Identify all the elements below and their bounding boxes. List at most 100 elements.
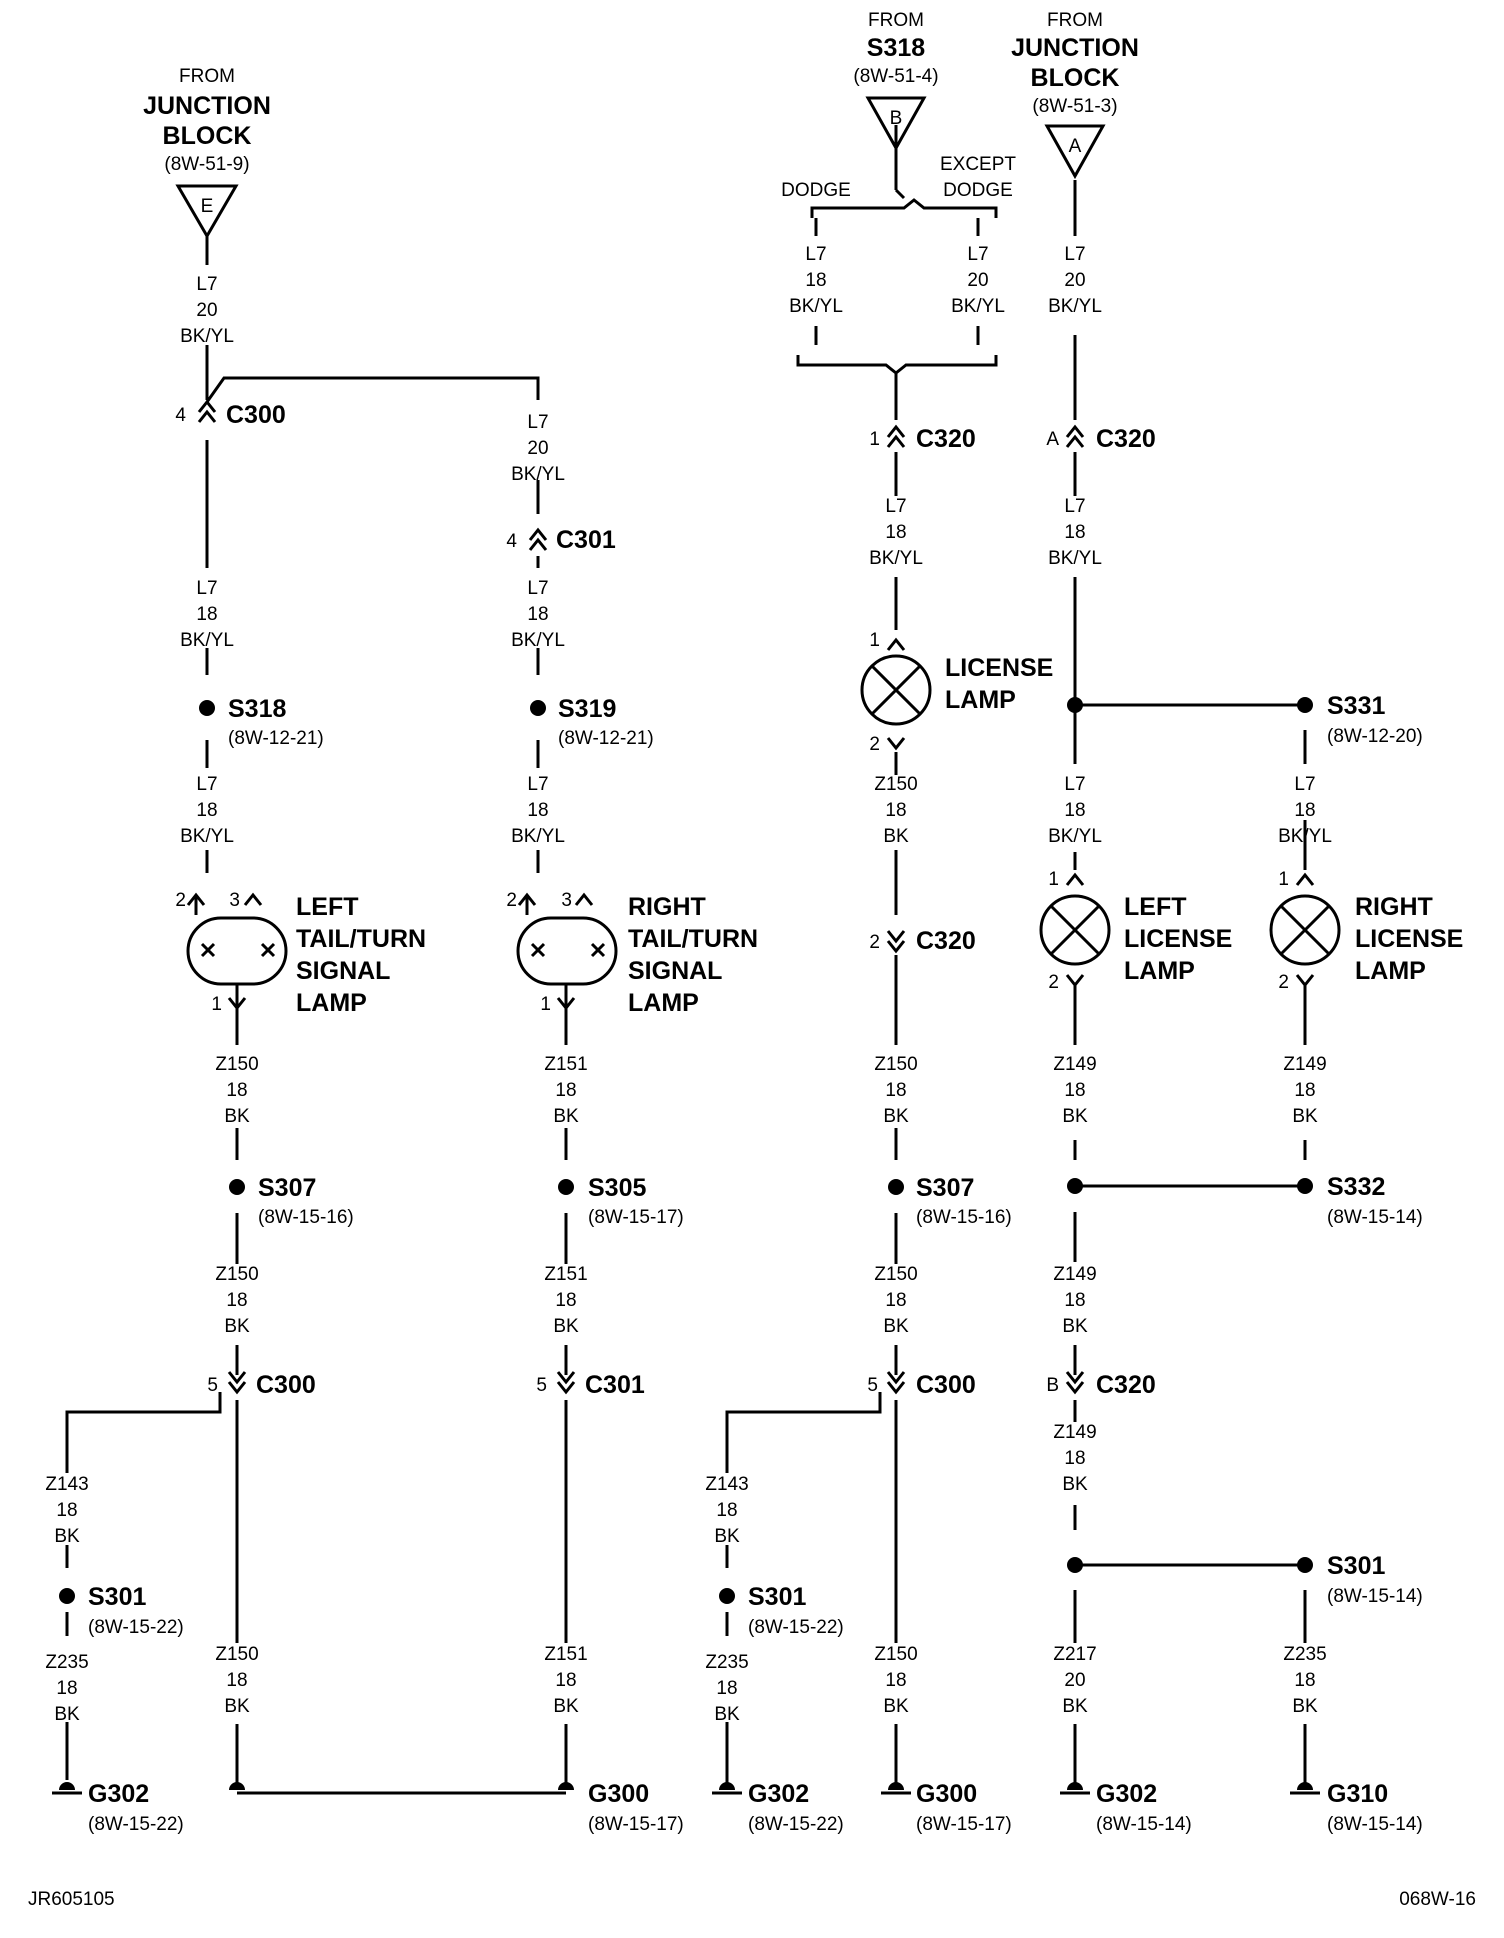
s301c-ref: (8W-15-14) bbox=[1327, 1586, 1423, 1607]
wire-label-w9-line2: 18 bbox=[226, 1290, 247, 1311]
wire-label-w31-line3: BK bbox=[1062, 1474, 1088, 1495]
s332-ref: (8W-15-14) bbox=[1327, 1207, 1423, 1228]
source-center-branch-left: DODGE bbox=[781, 180, 851, 201]
s318-name: S318 bbox=[228, 695, 286, 723]
s319-ref: (8W-12-21) bbox=[558, 728, 654, 749]
g300a-left-symbol bbox=[229, 1782, 245, 1790]
source-center-branch-right1: EXCEPT bbox=[940, 154, 1016, 175]
s307a-name: S307 bbox=[258, 1174, 316, 1202]
svg-text:LAMP: LAMP bbox=[628, 989, 699, 1017]
s318-ref: (8W-12-21) bbox=[228, 728, 324, 749]
source-right: FROM JUNCTION BLOCK (8W-51-3) A bbox=[1011, 10, 1139, 180]
wire-label-w14-line1: Z151 bbox=[544, 1644, 587, 1665]
source-right-from: FROM bbox=[1047, 10, 1103, 31]
g310-ref: (8W-15-14) bbox=[1327, 1814, 1423, 1835]
footer-right-code: 068W-16 bbox=[1399, 1889, 1476, 1910]
s301a-name: S301 bbox=[88, 1583, 146, 1611]
s307a-ref: (8W-15-16) bbox=[258, 1207, 354, 1228]
s301a-dot bbox=[59, 1588, 75, 1604]
s301b-ref: (8W-15-22) bbox=[748, 1617, 844, 1638]
s301b-name: S301 bbox=[748, 1583, 806, 1611]
c301-top-name: C301 bbox=[556, 526, 616, 554]
wire-label-w21-line3: BK bbox=[714, 1526, 740, 1547]
wire-label-w10-line1: Z151 bbox=[544, 1264, 587, 1285]
svg-text:SIGNAL: SIGNAL bbox=[628, 957, 722, 985]
svg-text:LICENSE: LICENSE bbox=[945, 654, 1053, 682]
svg-text:TAIL/TURN: TAIL/TURN bbox=[628, 925, 758, 953]
s331-ref: (8W-12-20) bbox=[1327, 726, 1423, 747]
s305-dot bbox=[558, 1179, 574, 1195]
wire-label-w30-line1: Z149 bbox=[1053, 1264, 1096, 1285]
source-left-name1: JUNCTION bbox=[143, 92, 271, 120]
g302c-name: G302 bbox=[1096, 1780, 1157, 1808]
wire-label-w15-line2: 18 bbox=[805, 270, 826, 291]
wire-label-w17-line3: BK/YL bbox=[869, 548, 923, 569]
svg-text:LAMP: LAMP bbox=[296, 989, 367, 1017]
g302c-symbol bbox=[1067, 1782, 1083, 1790]
g302c-ref: (8W-15-14) bbox=[1096, 1814, 1192, 1835]
wire-label-w24-line1: L7 bbox=[1064, 244, 1085, 265]
wire-label-w7-line3: BK bbox=[224, 1106, 250, 1127]
source-center-triangle bbox=[865, 96, 927, 152]
g302b-symbol bbox=[719, 1782, 735, 1790]
wire-label-w23-line2: 18 bbox=[885, 1670, 906, 1691]
c320-1-pin: 1 bbox=[869, 429, 880, 450]
source-left-pin: E bbox=[201, 196, 214, 217]
c320-2-pin: 2 bbox=[869, 932, 880, 953]
wire-label-w13-line3: BK bbox=[224, 1696, 250, 1717]
wire-label-w17-line1: L7 bbox=[885, 496, 906, 517]
wire-label-w26-line1: L7 bbox=[1064, 774, 1085, 795]
s331-dot bbox=[1297, 697, 1313, 713]
c300-a-pin: 5 bbox=[207, 1375, 218, 1396]
wire-label-w27-line3: BK/YL bbox=[1278, 826, 1332, 847]
wire-label-w7-line2: 18 bbox=[226, 1080, 247, 1101]
source-left: FROM JUNCTION BLOCK (8W-51-9) E bbox=[143, 66, 271, 239]
c300-a-name: C300 bbox=[256, 1371, 316, 1399]
wire-label-w24-line3: BK/YL bbox=[1048, 296, 1102, 317]
wire-label-w1-line1: L7 bbox=[196, 274, 217, 295]
wire-label-w19-line3: BK bbox=[883, 1106, 909, 1127]
source-left-from: FROM bbox=[179, 66, 235, 87]
wire-label-w4-line2: 18 bbox=[527, 604, 548, 625]
c320-b-name: C320 bbox=[1096, 1371, 1156, 1399]
svg-text:LEFT: LEFT bbox=[1124, 893, 1187, 921]
s301c-dot bbox=[1297, 1557, 1313, 1573]
wire-label-w20-line3: BK bbox=[883, 1316, 909, 1337]
wire-label-w33-line3: BK bbox=[1292, 1696, 1318, 1717]
wire-label-w1-line3: BK/YL bbox=[180, 326, 234, 347]
wire-label-w32-line1: Z217 bbox=[1053, 1644, 1096, 1665]
s307b-dot bbox=[888, 1179, 904, 1195]
s305-name: S305 bbox=[588, 1174, 646, 1202]
wire-label-w29-line1: Z149 bbox=[1283, 1054, 1326, 1075]
wire-label-w18-line3: BK bbox=[883, 826, 909, 847]
left-tail-bulb-2-icon bbox=[260, 942, 276, 958]
svg-text:2: 2 bbox=[506, 890, 517, 911]
wire-label-w25-line3: BK/YL bbox=[1048, 548, 1102, 569]
c301-b-pin: 5 bbox=[536, 1375, 547, 1396]
svg-text:3: 3 bbox=[229, 890, 240, 911]
wire-label-w10-line3: BK bbox=[553, 1316, 579, 1337]
s332-left-dot bbox=[1067, 1178, 1083, 1194]
wire-label-w11-line1: Z143 bbox=[45, 1474, 88, 1495]
wire-label-w22-line1: Z235 bbox=[705, 1652, 748, 1673]
wire-label-w16-line1: L7 bbox=[967, 244, 988, 265]
wire-label-w14-line3: BK bbox=[553, 1696, 579, 1717]
splices: S318 (8W-12-21) S319 (8W-12-21) S307 (8W… bbox=[59, 692, 1423, 1638]
svg-text:2: 2 bbox=[175, 890, 186, 911]
g300a-name: G300 bbox=[588, 1780, 649, 1808]
left-license-lamp: 1 2 LEFT LICENSE LAMP bbox=[1039, 869, 1232, 993]
wire-label-w13-line2: 18 bbox=[226, 1670, 247, 1691]
svg-text:SIGNAL: SIGNAL bbox=[296, 957, 390, 985]
